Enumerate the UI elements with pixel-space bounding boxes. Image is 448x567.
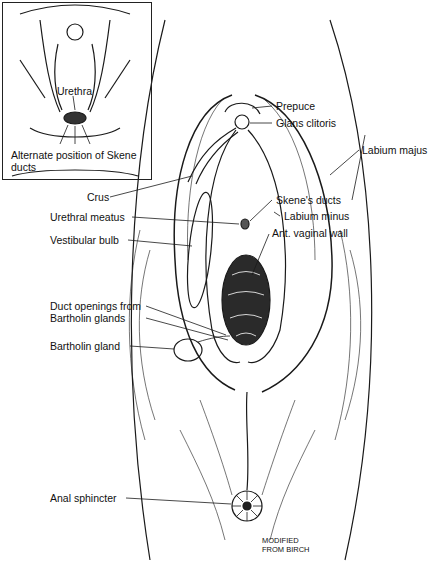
inset-drawing-part bbox=[67, 24, 83, 40]
urethral-meatus-part bbox=[241, 219, 249, 229]
inset-drawing-part bbox=[75, 126, 76, 144]
credit-note: MODIFIED FROM BIRCH bbox=[262, 536, 320, 554]
labia-majora-part bbox=[174, 95, 235, 390]
clitoris-part bbox=[225, 103, 260, 114]
inset-drawing-part bbox=[90, 20, 110, 112]
leader-lines-part bbox=[250, 123, 272, 124]
inset-drawing-part bbox=[105, 60, 130, 98]
thigh-outline-part bbox=[131, 20, 165, 560]
perineum-and-anus bbox=[232, 392, 262, 521]
labia-minora bbox=[206, 130, 285, 363]
vaginal-opening-part bbox=[230, 315, 262, 319]
thigh-outline-part bbox=[262, 400, 295, 495]
inset-drawing-part bbox=[64, 112, 86, 124]
leader-lines-part bbox=[250, 200, 272, 221]
leader-lines-part bbox=[128, 240, 192, 246]
clitoris bbox=[188, 103, 260, 184]
perineum-and-anus-part bbox=[232, 491, 262, 521]
leader-lines-part bbox=[146, 306, 226, 335]
inset-drawing-part bbox=[60, 125, 68, 144]
clitoris-part bbox=[235, 115, 249, 129]
perineum-and-anus-part bbox=[232, 491, 262, 521]
part-label: Duct openings from Bartholin glands bbox=[50, 300, 150, 324]
clitoris-part bbox=[196, 132, 238, 184]
part-label: Ant. vaginal wall bbox=[272, 227, 348, 239]
inset-box: UrethraAlternate position of Skene ducts bbox=[2, 2, 152, 180]
thigh-outline-part bbox=[200, 400, 232, 495]
vestibular-bulb bbox=[183, 191, 217, 309]
inset-drawing-part bbox=[73, 96, 75, 110]
leader-lines bbox=[110, 106, 359, 504]
vestibular-bulb-part bbox=[183, 191, 217, 309]
inset-label: Urethra bbox=[57, 85, 92, 97]
thigh-outline-part bbox=[129, 230, 145, 440]
leader-lines-part bbox=[252, 234, 269, 275]
leader-lines-part bbox=[274, 212, 280, 216]
vaginal-opening bbox=[222, 255, 270, 345]
thigh-outline-part bbox=[345, 250, 361, 420]
inset-drawing-part bbox=[20, 60, 45, 98]
part-label: Skene's ducts bbox=[276, 194, 341, 206]
leader-lines-part bbox=[126, 498, 231, 504]
inset-drawing-part bbox=[40, 20, 60, 112]
perineum-and-anus-part bbox=[247, 392, 248, 490]
labia-majora bbox=[174, 95, 332, 392]
part-label: Glans clitoris bbox=[276, 117, 336, 129]
inset-drawing-part bbox=[55, 44, 62, 110]
part-label: Prepuce bbox=[276, 100, 315, 112]
urethral-meatus bbox=[241, 219, 249, 229]
inset-drawing-part bbox=[88, 44, 95, 110]
thigh-outline-part bbox=[180, 430, 225, 540]
perineum-and-anus-part bbox=[243, 502, 251, 510]
clitoris-part bbox=[188, 128, 236, 182]
part-label: Bartholin gland bbox=[50, 340, 120, 352]
labia-majora-part bbox=[255, 95, 332, 392]
part-label: Labium minus bbox=[284, 210, 349, 222]
leader-lines-part bbox=[330, 150, 359, 175]
thigh-outline-part bbox=[330, 20, 372, 560]
vaginal-opening-part bbox=[236, 333, 256, 336]
leader-lines-part bbox=[252, 106, 272, 108]
leader-lines-part bbox=[132, 217, 239, 224]
vaginal-opening-part bbox=[232, 272, 260, 276]
bartholin-gland-part bbox=[174, 339, 202, 361]
labia-majora-part bbox=[187, 100, 222, 260]
vaginal-opening-part bbox=[222, 255, 270, 345]
leader-lines-part bbox=[130, 346, 174, 349]
part-label: Labium majus bbox=[362, 144, 427, 156]
inset-note: Alternate position of Skene ducts bbox=[11, 149, 141, 173]
part-label: Urethral meatus bbox=[50, 211, 125, 223]
thigh-outline bbox=[129, 20, 371, 560]
bartholin-gland bbox=[174, 336, 230, 361]
part-label: Crus bbox=[87, 191, 109, 203]
thigh-outline-part bbox=[270, 430, 315, 540]
part-label: Vestibular bulb bbox=[50, 234, 119, 246]
inset-drawing-part bbox=[82, 125, 90, 144]
inset-drawing-part bbox=[20, 5, 130, 14]
part-label: Anal sphincter bbox=[50, 492, 117, 504]
vaginal-opening-part bbox=[228, 292, 264, 296]
thigh-outline-part bbox=[139, 250, 155, 420]
leader-lines-part bbox=[146, 318, 228, 340]
